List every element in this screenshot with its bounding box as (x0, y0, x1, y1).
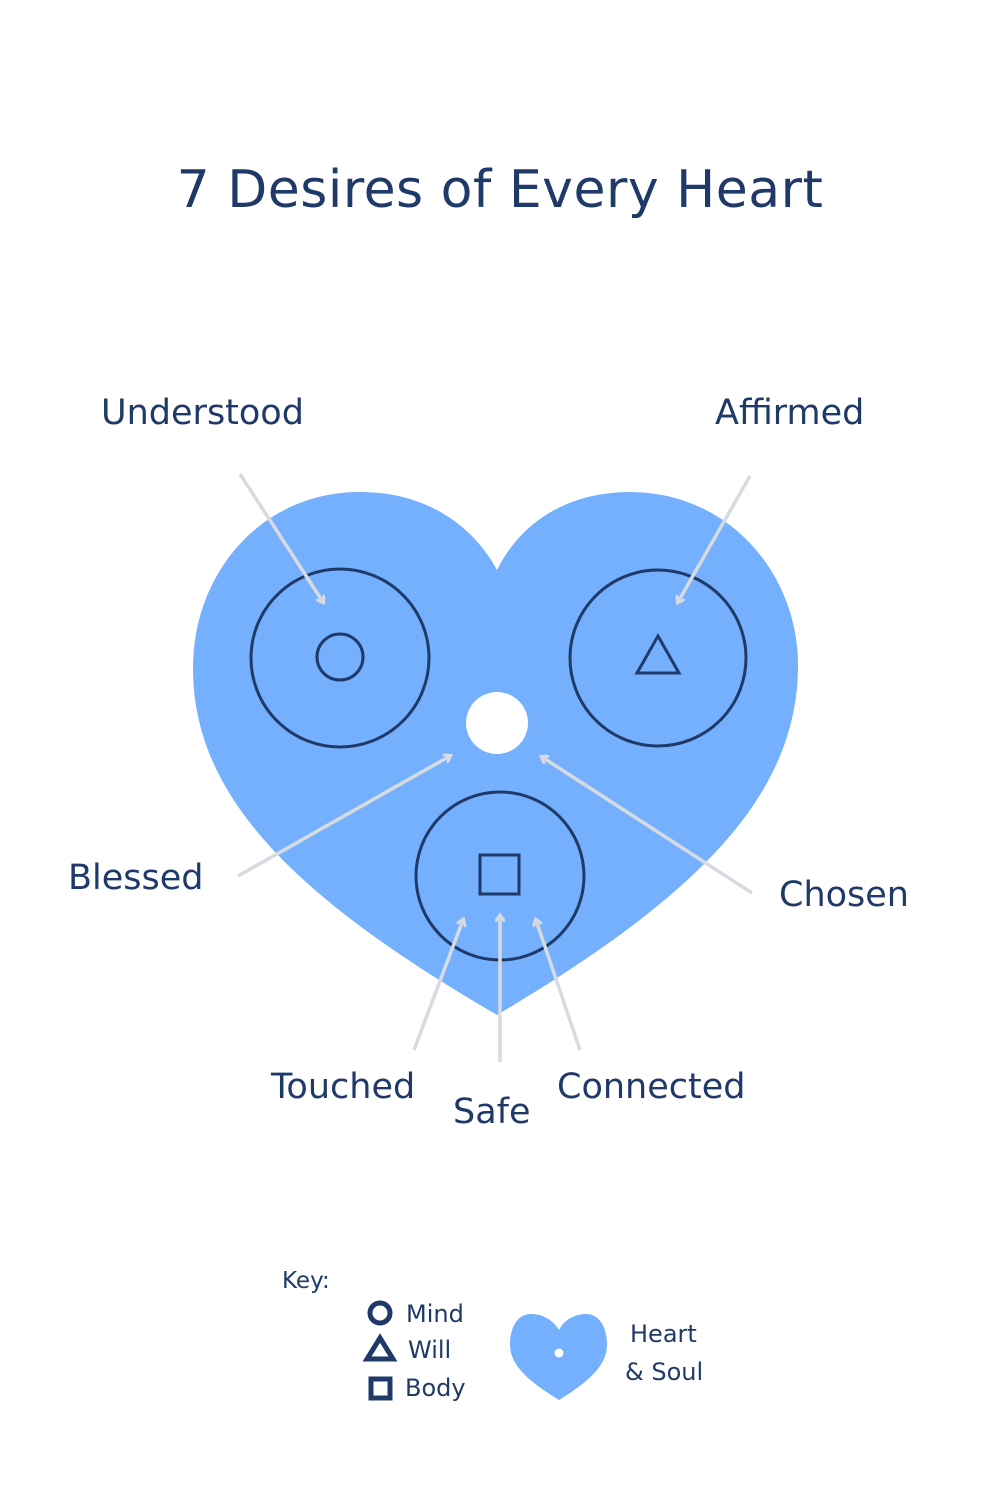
page-title: 7 Desires of Every Heart (176, 160, 824, 220)
arrow-chosen (542, 757, 753, 895)
key-label-body: Body (405, 1374, 466, 1402)
key-circle-icon (367, 1300, 393, 1326)
arrow-blessed (237, 756, 450, 878)
label-understood: Understood (101, 393, 304, 433)
will-region (568, 568, 748, 748)
key-label-mind: Mind (406, 1300, 464, 1328)
label-affirmed: Affirmed (715, 393, 865, 433)
label-touched: Touched (271, 1067, 416, 1107)
arrow-touched (412, 920, 463, 1051)
key-square-icon (368, 1376, 393, 1401)
arrow-understood (238, 473, 323, 602)
label-blessed: Blessed (68, 858, 204, 898)
key-triangle-icon (362, 1333, 398, 1362)
key-label-will: Will (408, 1336, 452, 1364)
arrow-affirmed (678, 475, 752, 602)
mind-region (249, 567, 431, 749)
label-connected: Connected (557, 1067, 746, 1107)
heart-soul-dot (466, 692, 528, 754)
key-label-heart: Heart (630, 1320, 697, 1348)
label-safe: Safe (453, 1092, 531, 1132)
arrow-connected (536, 920, 582, 1051)
body-square-icon (478, 853, 521, 896)
will-triangle-icon (634, 632, 682, 675)
key-heart-dot (554, 1348, 564, 1358)
key-label-soul: & Soul (625, 1358, 704, 1386)
key-title: Key: (282, 1268, 330, 1294)
label-chosen: Chosen (779, 875, 909, 915)
arrows (237, 473, 753, 1062)
mind-circle-icon (315, 632, 365, 682)
